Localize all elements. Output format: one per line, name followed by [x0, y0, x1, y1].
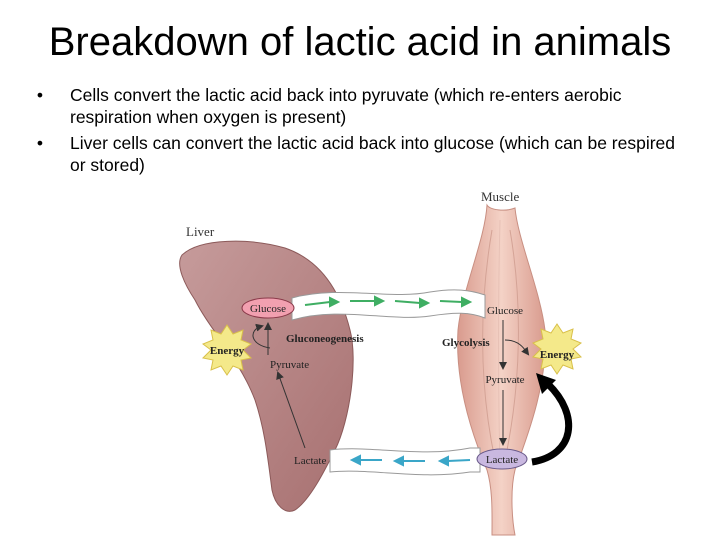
- bullet-dot: •: [36, 85, 44, 105]
- bullet-item: • Liver cells can convert the lactic acid…: [30, 132, 690, 176]
- glycolysis-label: Glycolysis: [442, 337, 490, 349]
- lactate-to-pyruvate-arrowhead: [536, 373, 556, 394]
- liver-glucose-oval: [241, 297, 295, 319]
- bullet-text: Cells convert the lactic acid back into …: [70, 85, 622, 127]
- liver-label: Liver: [186, 224, 215, 239]
- muscle-shape: [457, 203, 546, 536]
- bullet-text: Liver cells can convert the lactic acid …: [70, 133, 676, 175]
- lactate-to-pyruvate-arrow: [531, 381, 573, 466]
- energy-left-label: Energy: [210, 345, 245, 357]
- green-arrows: [304, 295, 473, 309]
- gluconeogenesis-label: Gluconeogenesis: [286, 333, 364, 345]
- muscle-lactate-label: Lactate: [486, 454, 518, 466]
- blue-arrows: [349, 454, 471, 467]
- liver-pyruvate-label: Pyruvate: [270, 359, 309, 371]
- bullet-dot: •: [36, 133, 44, 153]
- liver-glucose-label: Glucose: [250, 303, 286, 315]
- bullet-item: • Cells convert the lactic acid back into…: [30, 84, 690, 128]
- muscle-pyruvate-label: Pyruvate: [485, 374, 524, 386]
- liver-lactate-label: Lactate: [294, 455, 326, 467]
- muscle-glucose-label: Glucose: [487, 305, 523, 317]
- energy-star-right: [531, 323, 583, 375]
- slide-title: Breakdown of lactic acid in animals: [48, 20, 672, 64]
- liver-shape: [179, 240, 354, 512]
- energy-star-left: [201, 324, 253, 376]
- bullet-list: • Cells convert the lactic acid back into…: [30, 84, 690, 180]
- muscle-label: Muscle: [481, 189, 520, 204]
- energy-right-label: Energy: [540, 349, 575, 361]
- glucose-transport-band: [291, 289, 486, 321]
- muscle-lactate-oval: [476, 448, 528, 470]
